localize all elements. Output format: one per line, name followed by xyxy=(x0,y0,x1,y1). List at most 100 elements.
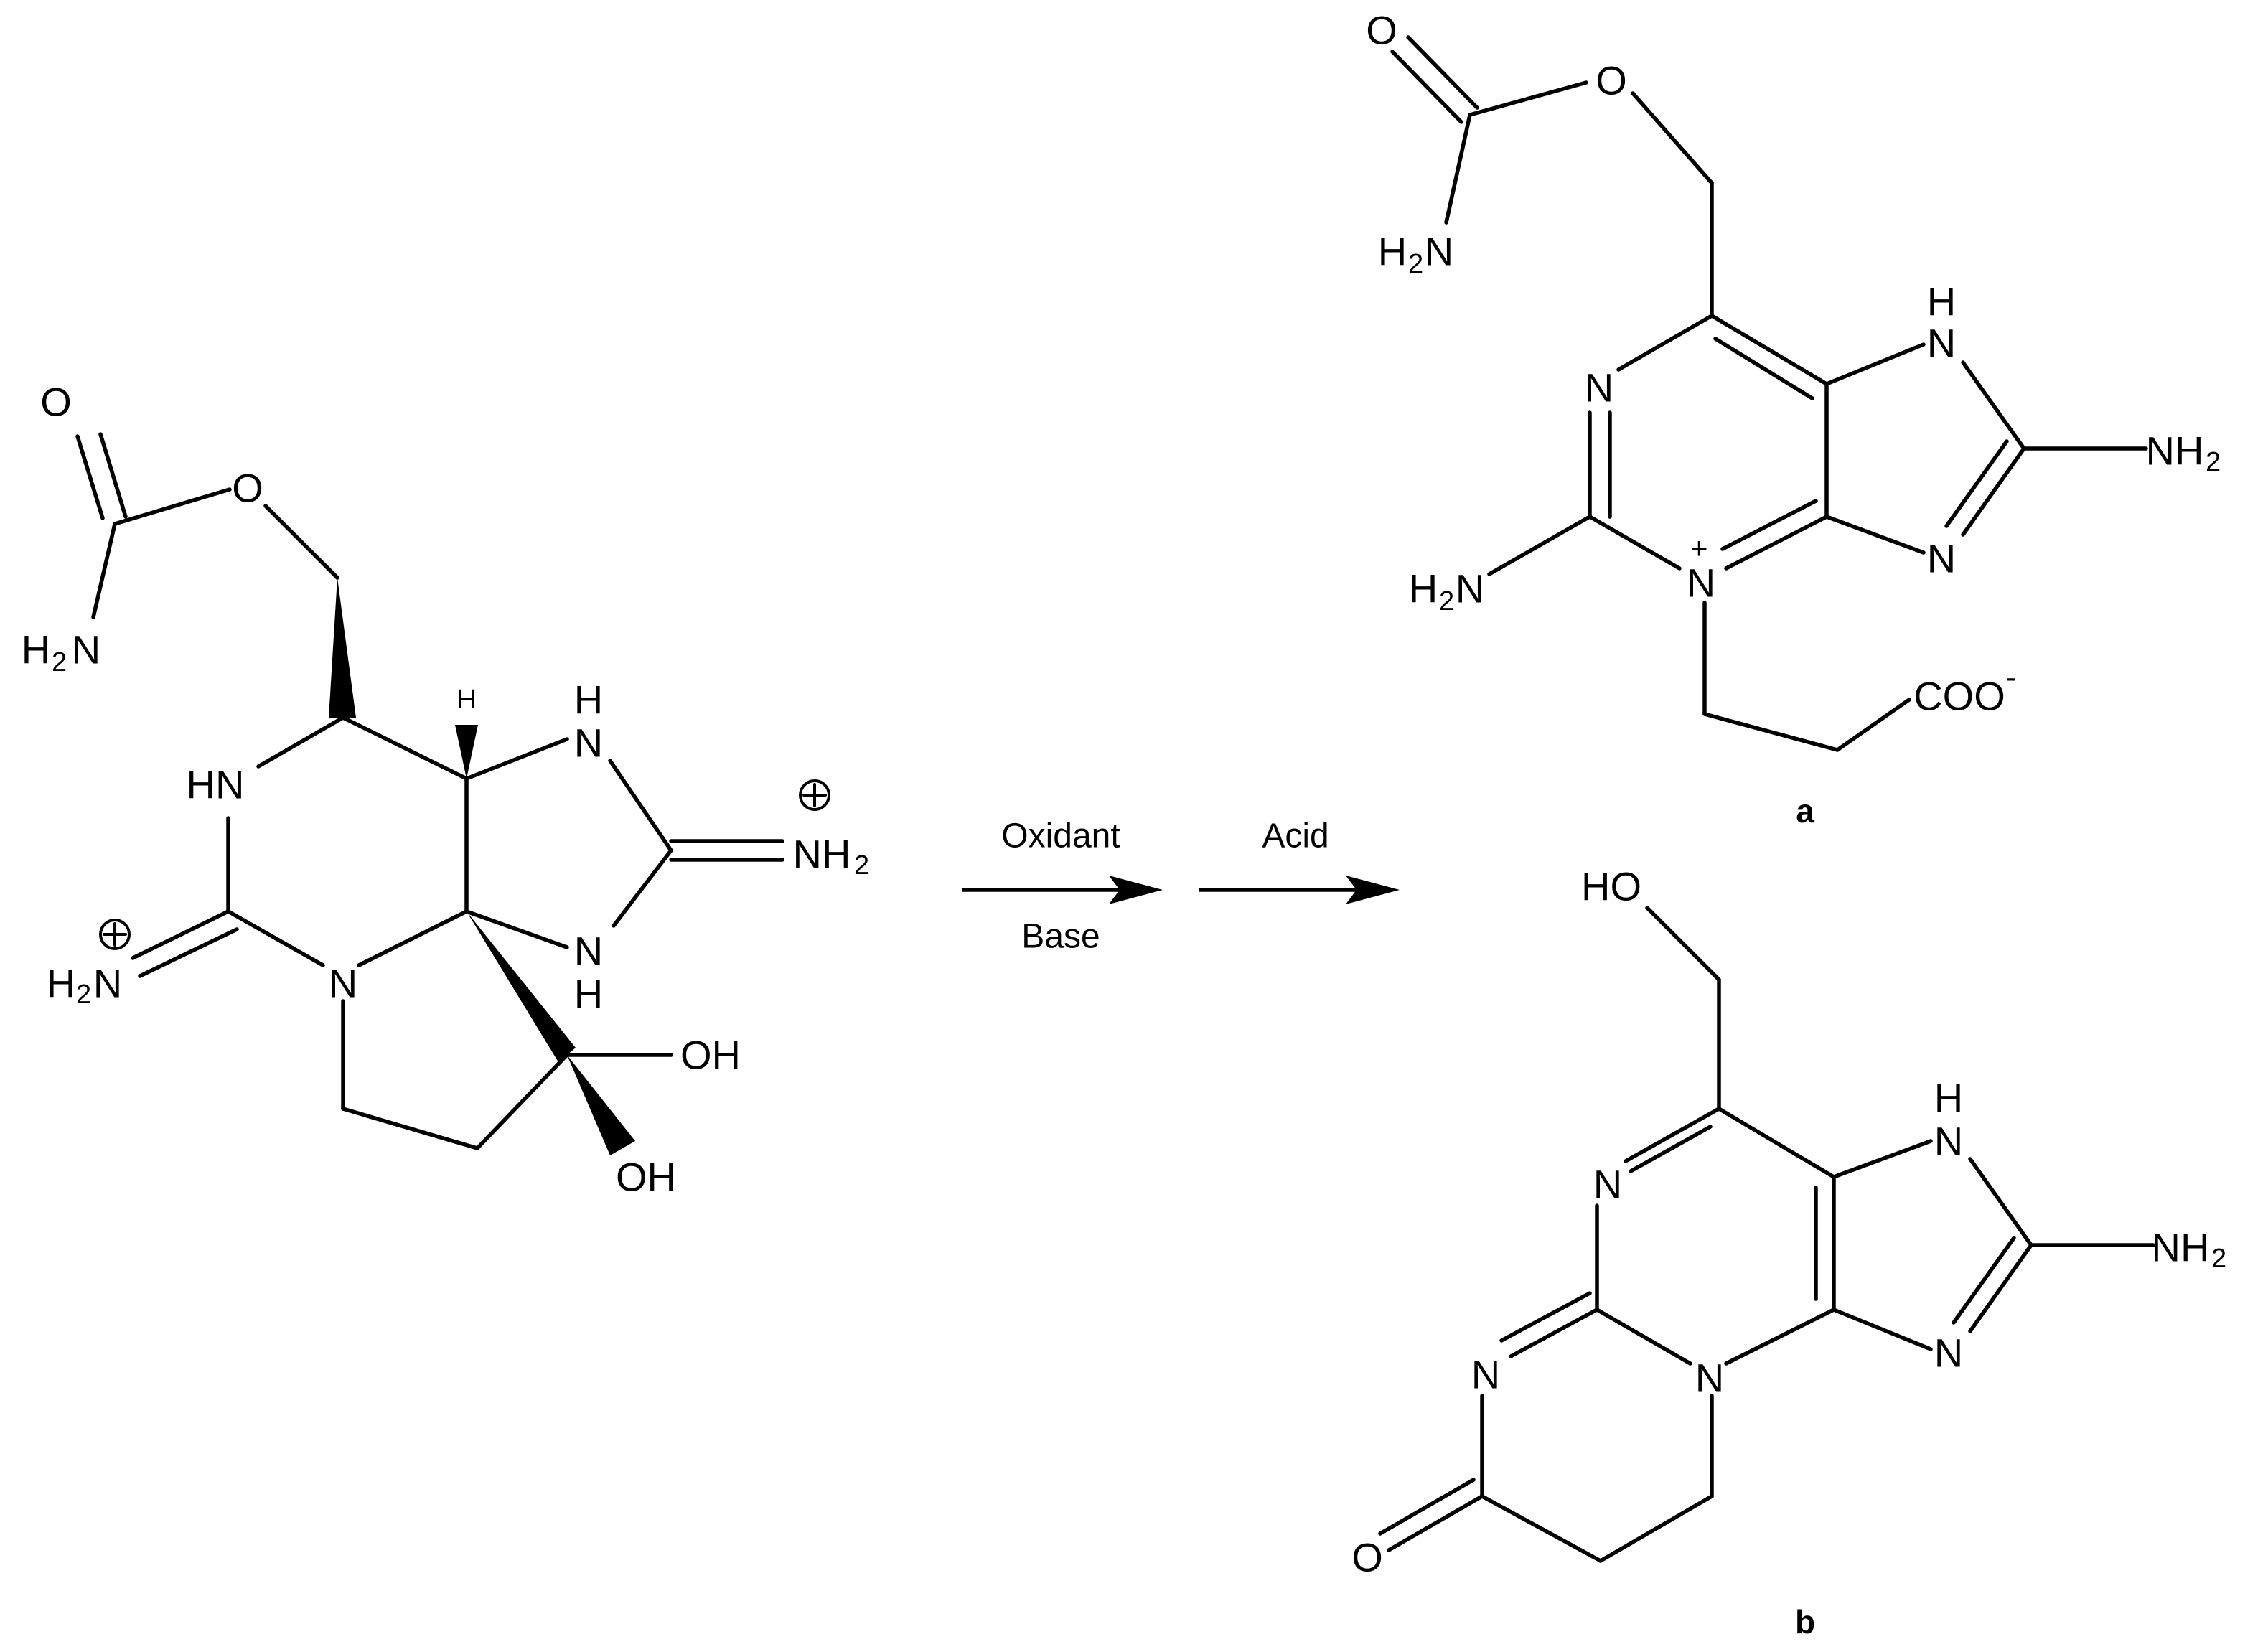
bond xyxy=(612,848,673,928)
atom-label: N xyxy=(1425,229,1453,274)
bond xyxy=(1968,1243,2033,1333)
arrowhead xyxy=(1346,876,1400,904)
bond xyxy=(464,737,569,781)
atom-label: O xyxy=(1596,58,1627,103)
bond xyxy=(1702,712,1840,752)
bond xyxy=(1616,314,1714,372)
atom-label: H xyxy=(574,677,603,723)
bond xyxy=(1952,1236,2016,1325)
wedge-bond xyxy=(567,1055,635,1155)
atom-label: O xyxy=(40,380,72,425)
bond xyxy=(608,759,673,853)
atom-label: H xyxy=(1409,566,1438,611)
bond xyxy=(1720,499,1818,551)
bond xyxy=(131,909,230,960)
bond xyxy=(1499,1291,1592,1343)
bond xyxy=(1724,515,1829,571)
atom-label: O xyxy=(1351,1535,1383,1580)
atom-label: H xyxy=(574,972,603,1017)
product-a-structure xyxy=(1390,35,2148,752)
atom-label: N xyxy=(1695,1356,1724,1401)
arrowhead xyxy=(1109,876,1163,904)
condition-oxidant: Oxidant xyxy=(1001,817,1120,855)
bond xyxy=(1968,1157,2033,1247)
bond xyxy=(98,432,128,519)
compound-label-b: b xyxy=(1795,1603,1815,1641)
wedge-bond xyxy=(455,725,478,779)
atom-label: NH xyxy=(2152,1225,2210,1270)
atom-label: N xyxy=(1927,536,1956,581)
bond xyxy=(113,487,232,526)
condition-base: Base xyxy=(1021,918,1100,956)
bond xyxy=(1835,698,1911,752)
reaction-arrows: Oxidant Base Acid xyxy=(962,817,1400,956)
bond xyxy=(1832,1139,1933,1179)
bond xyxy=(1387,1494,1484,1552)
bond xyxy=(256,715,345,769)
atom-subscript: 2 xyxy=(76,980,91,1010)
atom-subscript: 2 xyxy=(2211,1244,2226,1274)
wedge-bond xyxy=(329,578,356,718)
bond xyxy=(1390,50,1463,124)
bond xyxy=(1468,80,1588,117)
atom-subscript: 2 xyxy=(1439,586,1454,616)
atom-label: N xyxy=(1687,560,1715,606)
bond xyxy=(464,909,569,949)
atom-label: NH xyxy=(2146,428,2204,474)
atom-label: N xyxy=(1593,1162,1622,1207)
atom-label: N xyxy=(93,961,122,1006)
bond xyxy=(1961,360,2026,451)
charge-plus: + xyxy=(1690,531,1708,565)
bond xyxy=(1509,1308,1599,1358)
atom-label: N xyxy=(329,961,357,1006)
bond xyxy=(1710,314,1829,386)
bond xyxy=(1624,1107,1721,1163)
atom-label: OH xyxy=(680,1033,741,1078)
atom-label: N xyxy=(1585,365,1613,410)
atom-label: H xyxy=(47,961,75,1006)
atom-label: H xyxy=(1378,229,1407,274)
atom-label: HN xyxy=(187,762,245,807)
compound-label-a: a xyxy=(1796,792,1814,830)
product-b-structure xyxy=(1378,906,2155,1563)
bond xyxy=(263,504,339,580)
atom-label: OH xyxy=(616,1155,676,1200)
bond xyxy=(1645,906,1721,982)
atom-label: N xyxy=(574,929,603,974)
bond xyxy=(1824,515,1926,555)
bond xyxy=(1832,1308,1933,1351)
bond xyxy=(1406,35,1479,110)
atom-label: N xyxy=(1934,1119,1963,1164)
charge-minus: - xyxy=(2006,660,2016,694)
atom-label: N xyxy=(1927,321,1956,366)
atom-label: O xyxy=(232,466,263,511)
bond xyxy=(1717,1107,1836,1179)
bond xyxy=(1961,446,2026,537)
atom-label: N xyxy=(574,721,603,766)
bond xyxy=(1713,337,1814,400)
reactant-structure xyxy=(75,432,784,1155)
bond xyxy=(226,909,325,967)
bond xyxy=(341,1107,479,1150)
atom-label: N xyxy=(72,627,100,672)
product-a-labels: O O H 2 N H N N NH 2 H 2 N N + N COO - a xyxy=(1366,8,2221,830)
atom-label: H xyxy=(456,685,476,715)
atom-label: N xyxy=(1456,566,1484,611)
bond xyxy=(75,434,105,520)
bond xyxy=(357,909,469,967)
atom-label: H xyxy=(22,627,50,672)
product-b-labels: HO H N N NH 2 N N N O b xyxy=(1351,864,2226,1641)
bond xyxy=(1631,91,1714,185)
bond xyxy=(1944,439,2009,528)
bond xyxy=(1487,515,1592,576)
bond xyxy=(1598,1494,1714,1563)
atom-subscript: 2 xyxy=(52,647,67,677)
bond xyxy=(91,522,117,619)
atom-label: N xyxy=(1934,1330,1963,1376)
bond xyxy=(1588,515,1682,571)
atom-label: HO xyxy=(1581,864,1641,909)
atom-label: H xyxy=(1927,279,1956,324)
bond xyxy=(138,927,239,978)
atom-label: COO xyxy=(1913,674,2005,719)
